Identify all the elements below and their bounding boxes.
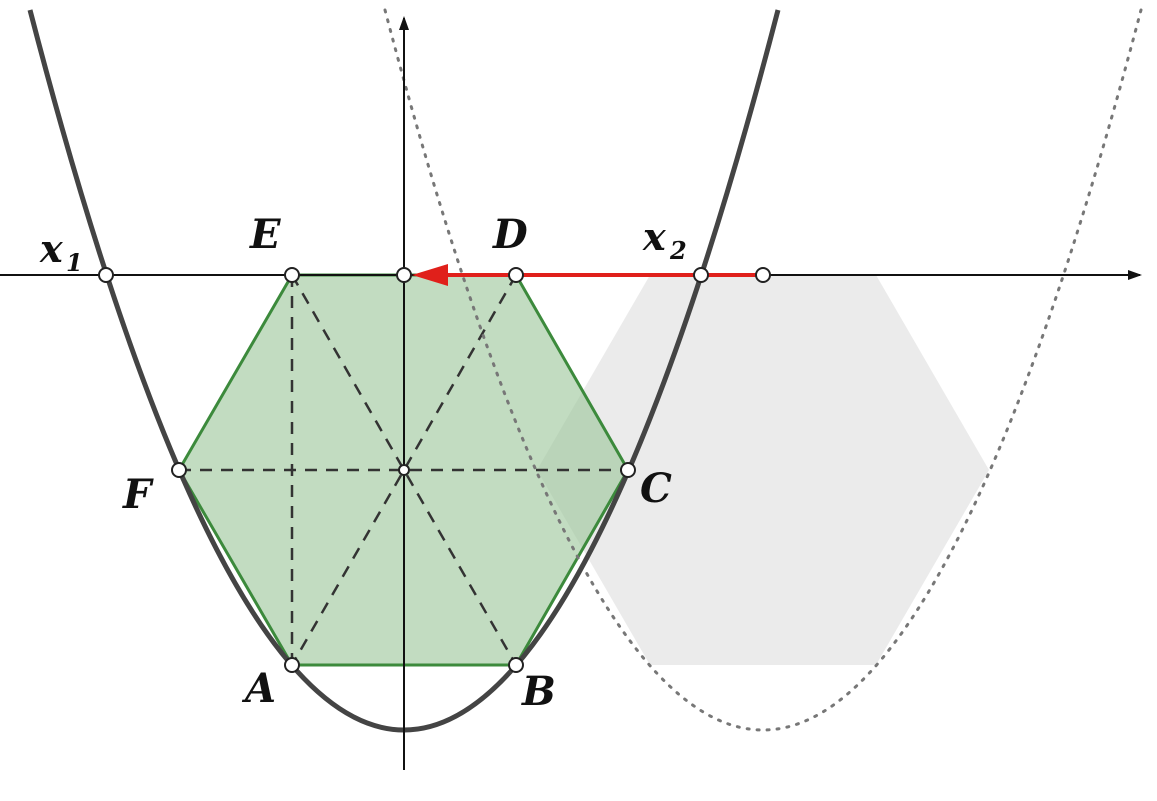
point-c (620, 462, 636, 478)
label-c: C (640, 465, 672, 512)
label-d: D (492, 211, 528, 258)
shifted-parabola (383, 8, 1143, 732)
point-f (171, 462, 187, 478)
point-a (284, 657, 300, 673)
label-x1-sub: 1 (66, 248, 83, 277)
point-e (284, 267, 300, 283)
translation-arrow (412, 264, 763, 286)
label-x1-base: x (39, 226, 64, 271)
label-x2: x 2 (642, 214, 687, 265)
point-arrow-start (755, 267, 771, 283)
label-x1: x 1 (39, 226, 83, 277)
label-x2-base: x (642, 214, 667, 259)
arrow-head (412, 264, 448, 286)
label-x2-sub: 2 (669, 236, 687, 265)
point-origin (396, 267, 412, 283)
point-b (508, 657, 524, 673)
label-b: B (521, 668, 556, 715)
label-f: F (122, 471, 154, 518)
diagonal-d-a (290, 274, 518, 666)
label-e: E (249, 211, 281, 258)
point-x2 (693, 267, 709, 283)
point-center (398, 464, 410, 476)
point-x1 (98, 267, 114, 283)
ghost-hexagon (537, 275, 989, 665)
points (98, 267, 771, 673)
point-d (508, 267, 524, 283)
label-a: A (241, 665, 276, 712)
diagonal-e-b (290, 274, 518, 666)
dashed-segments (179, 274, 628, 666)
